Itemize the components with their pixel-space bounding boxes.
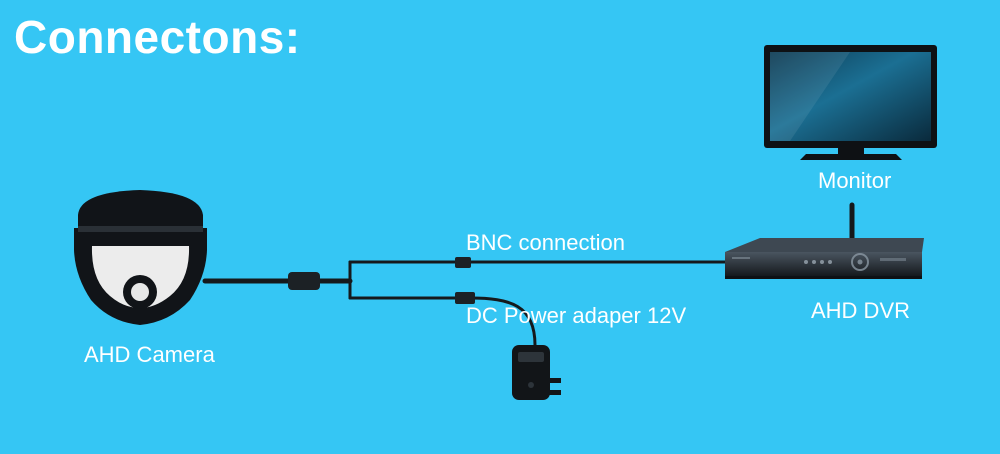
bnc-connection-label: BNC connection [466, 230, 625, 255]
monitor-label: Monitor [818, 168, 892, 193]
camera-icon [74, 190, 207, 325]
power-connector [455, 292, 475, 304]
power-adapter-label: DC Power adaper 12V [466, 303, 687, 328]
page-title: Connectons: [14, 11, 301, 63]
bnc-connector [455, 257, 471, 268]
monitor-icon [764, 45, 937, 160]
camera-cable-connector [288, 272, 320, 290]
cable-connectors [288, 257, 475, 304]
dvr-icon [725, 238, 924, 279]
power-cable-to-adapter [468, 296, 537, 347]
dvr-label: AHD DVR [811, 298, 911, 323]
power-adapter-icon [512, 345, 561, 400]
cables [202, 202, 855, 347]
camera-label: AHD Camera [84, 342, 215, 367]
